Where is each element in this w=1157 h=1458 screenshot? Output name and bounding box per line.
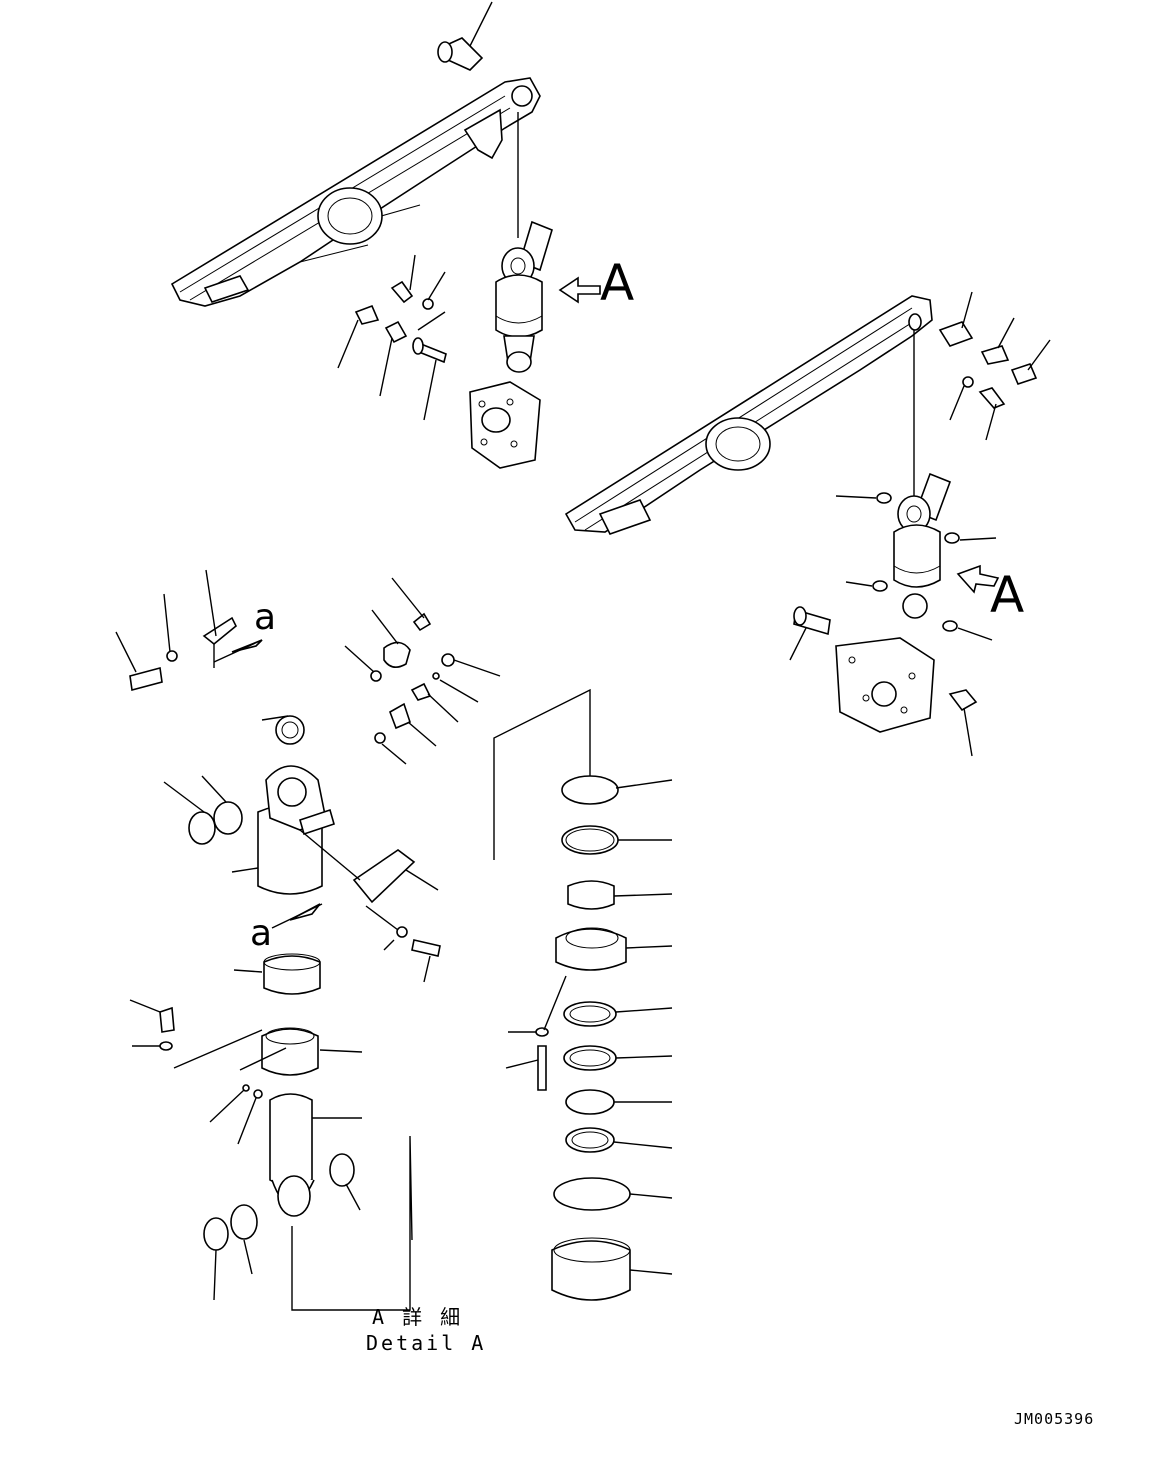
detail-caption-jp: A 詳 細 xyxy=(372,1305,464,1329)
view-arrow-right xyxy=(956,564,1000,594)
detail-top-hardware xyxy=(129,612,455,744)
drawing-code: JM005396 xyxy=(1014,1410,1095,1428)
detail-label-a-upper: a xyxy=(254,597,277,638)
detail-caption-en: Detail A xyxy=(366,1331,487,1355)
detail-lower-stack xyxy=(159,953,355,1251)
detail-ring-stack xyxy=(551,775,631,1301)
right-cylinder xyxy=(893,472,952,619)
upper-pin xyxy=(437,37,484,71)
right-fitting xyxy=(948,689,978,712)
view-label-a-right: A xyxy=(990,566,1025,624)
view-label-a-upper: A xyxy=(600,254,635,312)
upper-cylinder xyxy=(495,220,553,373)
detail-stack-bolt xyxy=(535,1027,549,1091)
right-pin xyxy=(793,606,831,636)
detail-guard-plate xyxy=(352,849,416,904)
detail-cylinder-body xyxy=(188,715,335,895)
right-equalizer-bar xyxy=(564,295,933,535)
view-arrow-upper xyxy=(558,276,601,304)
upper-bracket xyxy=(469,381,541,469)
right-hardware xyxy=(938,321,1038,409)
right-bracket xyxy=(835,637,935,733)
detail-label-a-lower: a xyxy=(250,913,273,954)
upper-bolts xyxy=(354,280,447,364)
detail-side-bolt xyxy=(396,926,441,957)
upper-equalizer-bar xyxy=(170,77,541,307)
right-orings xyxy=(872,492,960,632)
